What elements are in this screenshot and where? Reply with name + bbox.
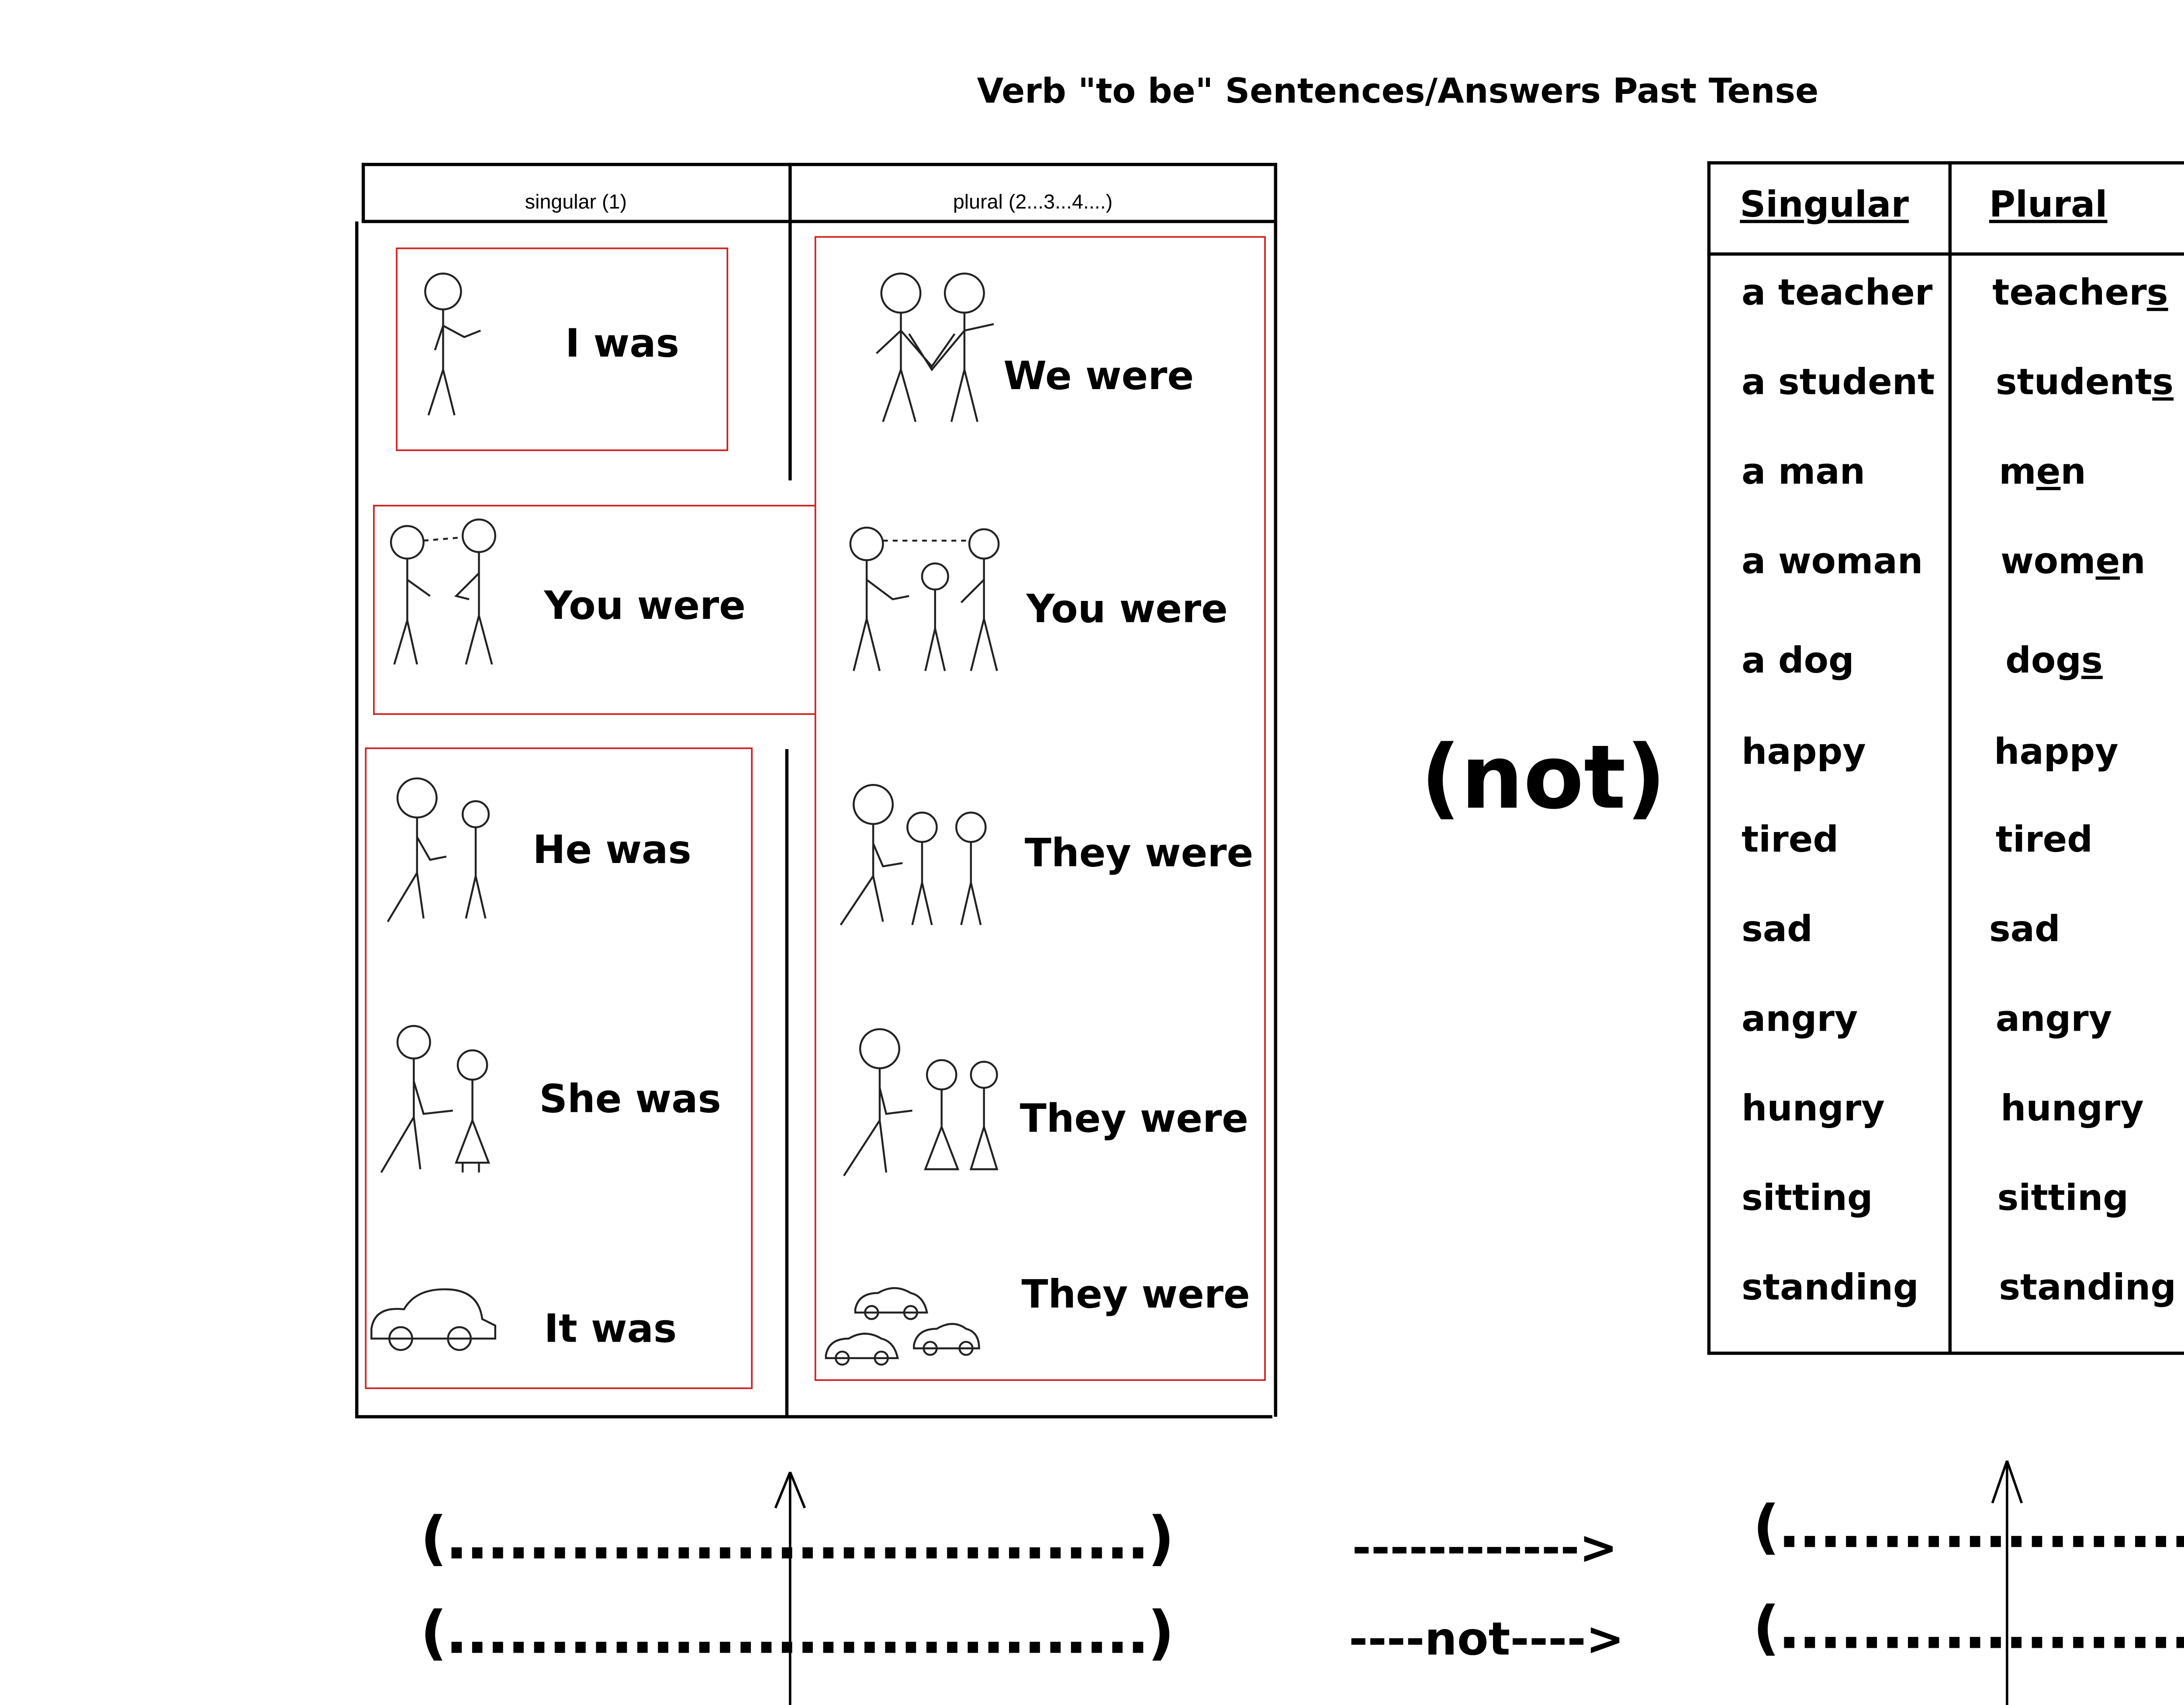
plural-text: sitting [1997,1179,2129,1220]
short-answer-negative: (....................). [1753,1596,2184,1663]
label-we-were: We were [1003,353,1194,399]
stick-figures-we-icon [875,273,994,422]
noun-singular-cell: hungry [1741,1089,1885,1130]
label-they-were-men: They were [1024,830,1254,877]
plural-text: student [1995,363,2153,404]
noun-singular-cell: tired [1741,821,1839,862]
noun-plural-cell: women [2001,542,2146,583]
answer-line-negative: (..................................) [420,1601,1174,1668]
answer-line-affirmative: (..................................) [420,1506,1174,1573]
noun-plural-cell: men [1999,453,2086,494]
stick-figures-they-men-icon [840,783,987,926]
noun-plural-cell: dogs [2005,642,2103,682]
noun-plural-cell: angry [1996,1000,2112,1040]
stick-figure-i-icon [424,273,481,416]
noun-plural-cell: happy [1994,733,2118,773]
noun-singular-cell: angry [1741,1000,1858,1041]
plural-ending-marker: e [2036,452,2061,494]
stick-figures-she-icon [380,1025,491,1173]
arrow-affirmative: ------------> [1352,1521,1618,1575]
plural-text: dog [2005,642,2082,683]
box-you-singular [373,504,816,715]
header-plural: plural (2...3...4....) [953,190,1113,214]
cars-icon [825,1287,980,1366]
plural-text: wom [2000,542,2096,583]
plural-text: n [2120,542,2146,583]
label-it-was: It was [544,1306,677,1352]
plural-text: tired [1995,821,2093,862]
label-they-were-cars: They were [1021,1272,1250,1318]
arrow-negative: ----not----> [1349,1612,1624,1666]
noun-plural-cell: sitting [1997,1179,2129,1220]
label-you-were-singular: You were [544,583,746,629]
noun-singular-cell: a student [1741,363,1935,404]
header-singular-nouns: Singular [1740,186,1909,227]
up-arrow-left-icon [774,1471,806,1705]
label-she-was: She was [539,1076,721,1122]
plural-text: n [2060,452,2086,494]
noun-plural-cell: standing [1999,1269,2176,1309]
up-arrow-right-icon [1991,1460,2023,1705]
noun-singular-cell: happy [1741,732,1866,774]
stick-figures-they-women-icon [843,1028,999,1177]
noun-singular-cell: a teacher [1741,273,1933,314]
label-he-was: He was [532,827,691,873]
noun-singular-cell: sitting [1741,1179,1873,1220]
plural-ending-marker: s [2146,273,2168,314]
plural-text: teacher [1992,273,2147,314]
label-you-were-plural: You were [1026,586,1228,632]
noun-singular-cell: sad [1741,910,1813,951]
plural-text: m [1999,452,2036,494]
plural-text: angry [1995,1000,2112,1041]
plural-ending-marker: s [2152,363,2174,404]
header-plural-nouns: Plural [1989,186,2108,227]
noun-plural-cell: teachers [1992,273,2168,314]
noun-singular-cell: a man [1741,452,1866,494]
noun-plural-cell: students [1996,363,2174,404]
noun-singular-cell: standing [1741,1268,1919,1309]
car-icon [370,1288,497,1351]
noun-singular-cell: a dog [1741,642,1854,683]
box-third-person [365,747,753,1389]
label-i-was: I was [565,321,680,366]
plural-ending-marker: s [2081,642,2103,683]
plural-text: hungry [2000,1089,2144,1130]
noun-plural-cell: sad [1989,910,2060,951]
plural-ending-marker: e [2095,542,2120,583]
page-title: Verb "to be" Sentences/Answers Past Tens… [977,72,1819,111]
stick-figures-you-singular-icon [390,518,497,665]
plural-text: sad [1989,910,2060,951]
label-they-were-women: They were [1019,1096,1248,1142]
noun-plural-cell: hungry [2001,1090,2144,1130]
stick-figures-you-plural-icon [849,526,1000,671]
plural-text: happy [1994,732,2118,774]
noun-plural-cell: tired [1996,821,2093,861]
short-answer-affirmative: (....................). [1753,1494,2184,1562]
plural-text: standing [1999,1268,2177,1309]
stick-figures-he-icon [387,777,490,922]
box-i [396,247,729,451]
header-singular: singular (1) [525,190,627,214]
not-label: (not) [1420,726,1666,829]
noun-singular-cell: a woman [1741,542,1923,583]
box-plural [814,236,1266,1381]
